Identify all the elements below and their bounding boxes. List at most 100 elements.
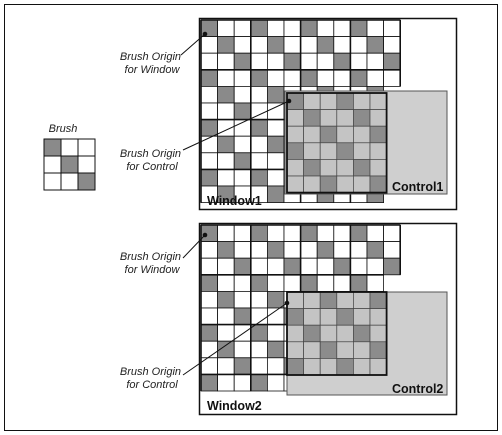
- window1-window-cell: [366, 19, 385, 38]
- window2-window-cell: [366, 241, 385, 259]
- window1-control-cell: [369, 109, 387, 127]
- window1-control-cell: [319, 109, 338, 127]
- window1-window-cell: [266, 52, 285, 71]
- window1-window-cell: [349, 36, 368, 54]
- window1-control-cell: [369, 92, 387, 110]
- window2-window-cell: [200, 324, 219, 342]
- window2-control-cell: [319, 308, 338, 326]
- window1-window-cell: [316, 19, 335, 38]
- window1-control-cell: [303, 125, 321, 144]
- window2-control-cell: [369, 291, 387, 309]
- brush-cell: [43, 138, 62, 157]
- window2-window-cell: [217, 224, 235, 243]
- window2-window-cell: [366, 274, 385, 292]
- window1-window-cell: [217, 102, 235, 121]
- window1-window-cell: [283, 69, 302, 87]
- window1-control-cell: [369, 159, 387, 177]
- window2-window-cell: [333, 241, 351, 259]
- brush-label: Brush: [49, 123, 78, 135]
- window1-window-cell: [250, 168, 268, 187]
- window2-window-cell: [250, 224, 268, 243]
- window2-window-cell: [233, 241, 252, 259]
- window1-window-cell: [233, 69, 252, 87]
- window1-window-cell: [200, 102, 219, 121]
- window1-control-cell: [303, 175, 321, 193]
- window1-window-cell: [266, 135, 285, 154]
- window1-window-cell: [300, 36, 318, 54]
- window1-window-cell: [200, 36, 219, 54]
- window1-window-cell: [383, 69, 401, 87]
- window1-window-cell: [383, 52, 401, 71]
- window1-window-cell: [300, 52, 318, 71]
- panel-window1: Window1 Control1 Brush Origin for Window…: [120, 17, 458, 211]
- control2-label: Control2: [392, 382, 443, 396]
- window2-control-cell: [303, 308, 321, 326]
- window2-window-cell: [349, 274, 368, 292]
- window2-window-cell: [217, 373, 235, 392]
- window2-window-cell: [250, 257, 268, 276]
- window1-window-cell: [250, 135, 268, 154]
- window1-window-cell: [250, 152, 268, 170]
- window2-control-cell: [353, 358, 371, 376]
- panel-window2: Window2 Control2 Brush Origin for Window…: [120, 222, 458, 416]
- window2-window-cell: [383, 257, 401, 276]
- control1-label: Control1: [392, 180, 443, 194]
- window1-window-cell: [283, 36, 302, 54]
- window2-window-cell: [233, 373, 252, 392]
- window1-control-cell: [286, 125, 304, 144]
- window2-control-cell: [336, 308, 354, 326]
- window1-control-cell: [303, 109, 321, 127]
- window2-window-cell: [266, 373, 285, 392]
- control1-origin-pointer: [182, 100, 290, 151]
- window1-window-cell: [266, 185, 285, 204]
- window2-window-cell: [200, 290, 219, 309]
- window1-window-cell: [250, 86, 268, 104]
- window2-control-cell: [369, 308, 387, 326]
- window1-control-cell: [336, 92, 354, 110]
- window1-control-cell: [286, 142, 304, 160]
- window2-control-cell: [286, 324, 304, 343]
- window2-label: Window2: [207, 399, 262, 413]
- window1-window-cell: [217, 36, 235, 54]
- window2-control-cell: [369, 358, 387, 376]
- window2-window-cell: [333, 257, 351, 276]
- window1-window-cell: [266, 19, 285, 38]
- window1-window-cell: [333, 69, 351, 87]
- window1-control-cell: [319, 125, 338, 144]
- window1-window-cell: [217, 86, 235, 104]
- window2-control-cell: [286, 341, 304, 359]
- window2-window-cell: [233, 324, 252, 342]
- window1-control-cell: [336, 125, 354, 144]
- window2-window-cell: [316, 274, 335, 292]
- window2-control-cell: [319, 291, 338, 309]
- window2-window-cell: [383, 224, 401, 243]
- window1-control-cell: [336, 175, 354, 193]
- window2-window-cell: [333, 224, 351, 243]
- window2-window-cell: [300, 257, 318, 276]
- window1-window-cell: [200, 135, 219, 154]
- window1-window-cell: [233, 152, 252, 170]
- brush-cell: [60, 138, 79, 157]
- window1-window-cell: [200, 86, 219, 104]
- window2-window-cell: [283, 274, 302, 292]
- window2-window-cell: [233, 357, 252, 375]
- window2-window-cell: [217, 257, 235, 276]
- window1-window-cell: [333, 19, 351, 38]
- window1-control-cell: [336, 159, 354, 177]
- window2-window-cell: [300, 274, 318, 292]
- window1-pattern: [200, 19, 448, 204]
- window1-control-cell: [286, 175, 304, 193]
- window1-control-cell: [286, 159, 304, 177]
- window1-window-cell: [217, 168, 235, 187]
- window1-window-cell: [283, 52, 302, 71]
- window1-window-cell: [349, 19, 368, 38]
- window1-window-cell: [266, 102, 285, 121]
- window1-window-cell: [266, 168, 285, 187]
- window2-window-cell: [316, 224, 335, 243]
- window1-control-cell: [319, 159, 338, 177]
- control2-origin-label: Brush Origin for Control: [120, 366, 184, 391]
- window2-control-cell: [286, 291, 304, 309]
- window1-window-cell: [250, 36, 268, 54]
- window2-window-cell: [250, 324, 268, 342]
- window1-control-cell: [353, 125, 371, 144]
